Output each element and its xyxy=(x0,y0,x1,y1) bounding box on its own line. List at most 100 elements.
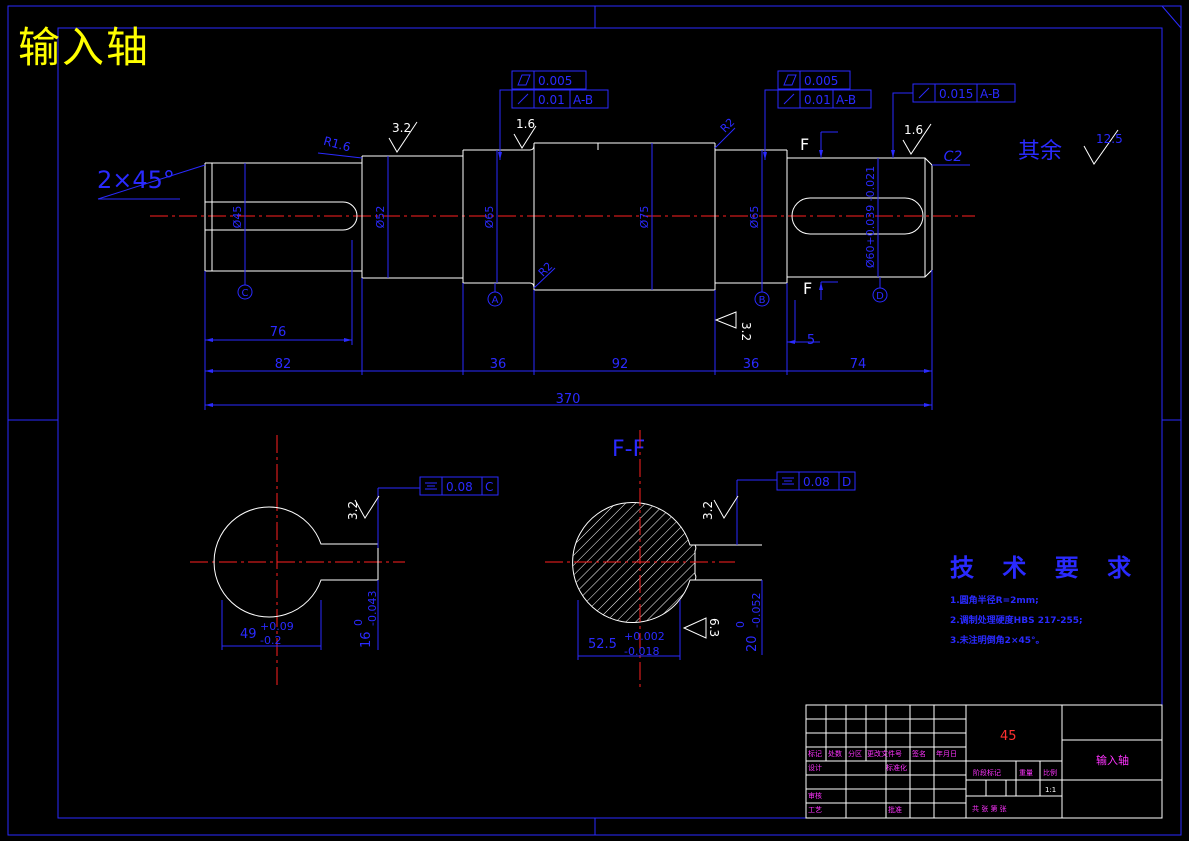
datum-a-circle xyxy=(487,291,503,307)
datum-a: A xyxy=(492,295,499,306)
datum-symbols xyxy=(237,284,888,307)
dim-82: 82 xyxy=(275,357,292,372)
radius-right: R2 xyxy=(718,116,738,136)
runout-icon xyxy=(783,93,795,105)
gdt-left-bottom-ref: A-B xyxy=(573,93,593,107)
hdr-3: 更改文件号 xyxy=(867,749,902,758)
gdt-mid-top-value: 0.005 xyxy=(804,74,838,88)
section-view-ff xyxy=(545,430,777,690)
cylindricity-icon xyxy=(517,74,531,86)
tb-part-name: 输入轴 xyxy=(1096,753,1129,767)
gdt-mid-bottom-ref: A-B xyxy=(836,93,856,107)
dimension-arrows xyxy=(205,150,932,407)
drawing-title: 输入轴 xyxy=(18,23,151,72)
section-view-1 xyxy=(190,435,420,687)
tb-weight: 重量 xyxy=(1019,769,1033,777)
sec2-width-upper: +0.002 xyxy=(624,630,665,643)
roughness-1: 3.2 xyxy=(392,121,411,135)
dimension-texts: 76 82 36 92 36 74 370 5 R1.6 R2 R2 C2 xyxy=(270,116,963,407)
gdt-right-ref: A-B xyxy=(980,87,1000,101)
tb-material: 45 xyxy=(1000,729,1017,744)
gdt-frames xyxy=(419,70,1016,496)
section-markers: F F xyxy=(800,135,812,298)
outer-frame xyxy=(7,5,1182,836)
section-mark-top: F xyxy=(800,135,809,154)
chamfer-note: 2×45° xyxy=(97,166,175,194)
gdt-sec1-value: 0.08 xyxy=(446,480,473,494)
roughness-5: 3.2 xyxy=(346,501,360,520)
dim-74: 74 xyxy=(850,357,867,372)
sec1-width-main: 49 xyxy=(240,627,257,642)
section-ff-dims: 52.5 +0.002 -0.018 20 0 -0.052 xyxy=(588,593,763,658)
symmetry-icon xyxy=(782,477,794,485)
roughness-2: 1.6 xyxy=(516,117,535,131)
dia-52: Ø52 xyxy=(374,206,387,229)
roughness-6: 3.2 xyxy=(701,501,715,520)
section-1-dims: 49 +0.09 -0.2 16 0 -0.043 xyxy=(240,591,379,648)
sec1-width-lower: -0.2 xyxy=(260,634,281,647)
dia-b: Ø65 xyxy=(748,206,761,229)
tb-scale-value: 1:1 xyxy=(1045,786,1056,794)
gdt-symbols xyxy=(425,74,930,490)
sec2-width-lower: -0.018 xyxy=(624,645,659,658)
sec2-width-main: 52.5 xyxy=(588,637,617,652)
chamfer-c2: C2 xyxy=(944,149,963,165)
tech-item-1: 1.圆角半径R=2mm; xyxy=(950,596,1039,606)
gdt-sec1-ref: C xyxy=(485,480,493,494)
tech-item-2: 2.调制处理硬度HBS 217-255; xyxy=(950,616,1083,626)
gdt-right-value: 0.015 xyxy=(939,87,973,101)
dia-75: Ø75 xyxy=(638,206,651,229)
datum-d-circle xyxy=(872,287,888,303)
inner-frame xyxy=(57,27,1163,819)
tb-sheets: 共 张 第 张 xyxy=(972,804,1007,813)
sec1-width-upper: +0.09 xyxy=(260,620,294,633)
radius-mid: R2 xyxy=(536,260,556,280)
roughness-symbols xyxy=(388,121,1119,329)
sec1-key-main: 16 xyxy=(359,631,374,648)
symmetry-icon xyxy=(425,482,437,490)
sec2-key-upper: 0 xyxy=(734,621,747,628)
dim-370: 370 xyxy=(556,392,581,407)
runout-icon xyxy=(517,93,529,105)
tech-title: 技 术 要 求 xyxy=(950,554,1142,582)
hdr-5: 年月日 xyxy=(936,749,957,758)
tb-scale: 比例 xyxy=(1043,768,1057,777)
hdr-1: 处数 xyxy=(828,749,842,758)
gdt-texts: 0.005 0.01 A-B 0.005 0.01 A-B 0.015 A-B … xyxy=(446,74,1000,494)
title-block-grid xyxy=(805,704,1163,819)
sec1-key-upper: 0 xyxy=(352,619,365,626)
datum-b: B xyxy=(759,295,766,306)
tech-item-3: 3.未注明倒角2×45°。 xyxy=(950,636,1045,646)
radius-left: R1.6 xyxy=(322,134,352,155)
section-mark-bottom: F xyxy=(803,279,812,298)
roughness-texts: 3.2 1.6 1.6 3.2 xyxy=(392,117,923,341)
datum-d: D xyxy=(876,291,884,302)
dim-36-right: 36 xyxy=(743,357,760,372)
gdt-sec2-ref: D xyxy=(842,475,851,489)
tb-standard: 标准化 xyxy=(886,763,907,772)
dim-36-left: 36 xyxy=(490,357,507,372)
hdr-0: 标记 xyxy=(808,749,822,758)
sec2-key-main: 20 xyxy=(745,635,760,652)
roughness-7: 6.3 xyxy=(707,618,721,637)
diameter-texts: Ø45 Ø52 Ø65 Ø75 Ø65 Ø60+0.039 -0.021 xyxy=(231,166,877,268)
datum-letters: C A B D xyxy=(242,288,885,306)
hdr-2: 分区 xyxy=(848,749,862,758)
dim-76: 76 xyxy=(270,325,287,340)
tb-review: 审核 xyxy=(808,791,822,800)
hdr-4: 签名 xyxy=(912,749,926,758)
dim-5: 5 xyxy=(807,333,815,348)
tb-design: 设计 xyxy=(808,763,822,772)
tb-approve: 批准 xyxy=(888,805,902,814)
rest-roughness-label: 其余 xyxy=(1018,139,1062,164)
dim-92: 92 xyxy=(612,357,629,372)
dia-c: Ø45 xyxy=(231,206,244,229)
datum-c: C xyxy=(242,288,249,299)
tb-process: 工艺 xyxy=(808,806,822,814)
title-block-text: 标记 处数 分区 更改文件号 签名 年月日 设计 标准化 审核 工艺 批准 阶段… xyxy=(808,749,1129,814)
gdt-mid-bottom-value: 0.01 xyxy=(804,93,831,107)
dia-a: Ø65 xyxy=(483,206,496,229)
dia-d: Ø60+0.039 -0.021 xyxy=(864,166,877,268)
technical-requirements: 技 术 要 求 1.圆角半径R=2mm; 2.调制处理硬度HBS 217-255… xyxy=(950,548,1141,651)
